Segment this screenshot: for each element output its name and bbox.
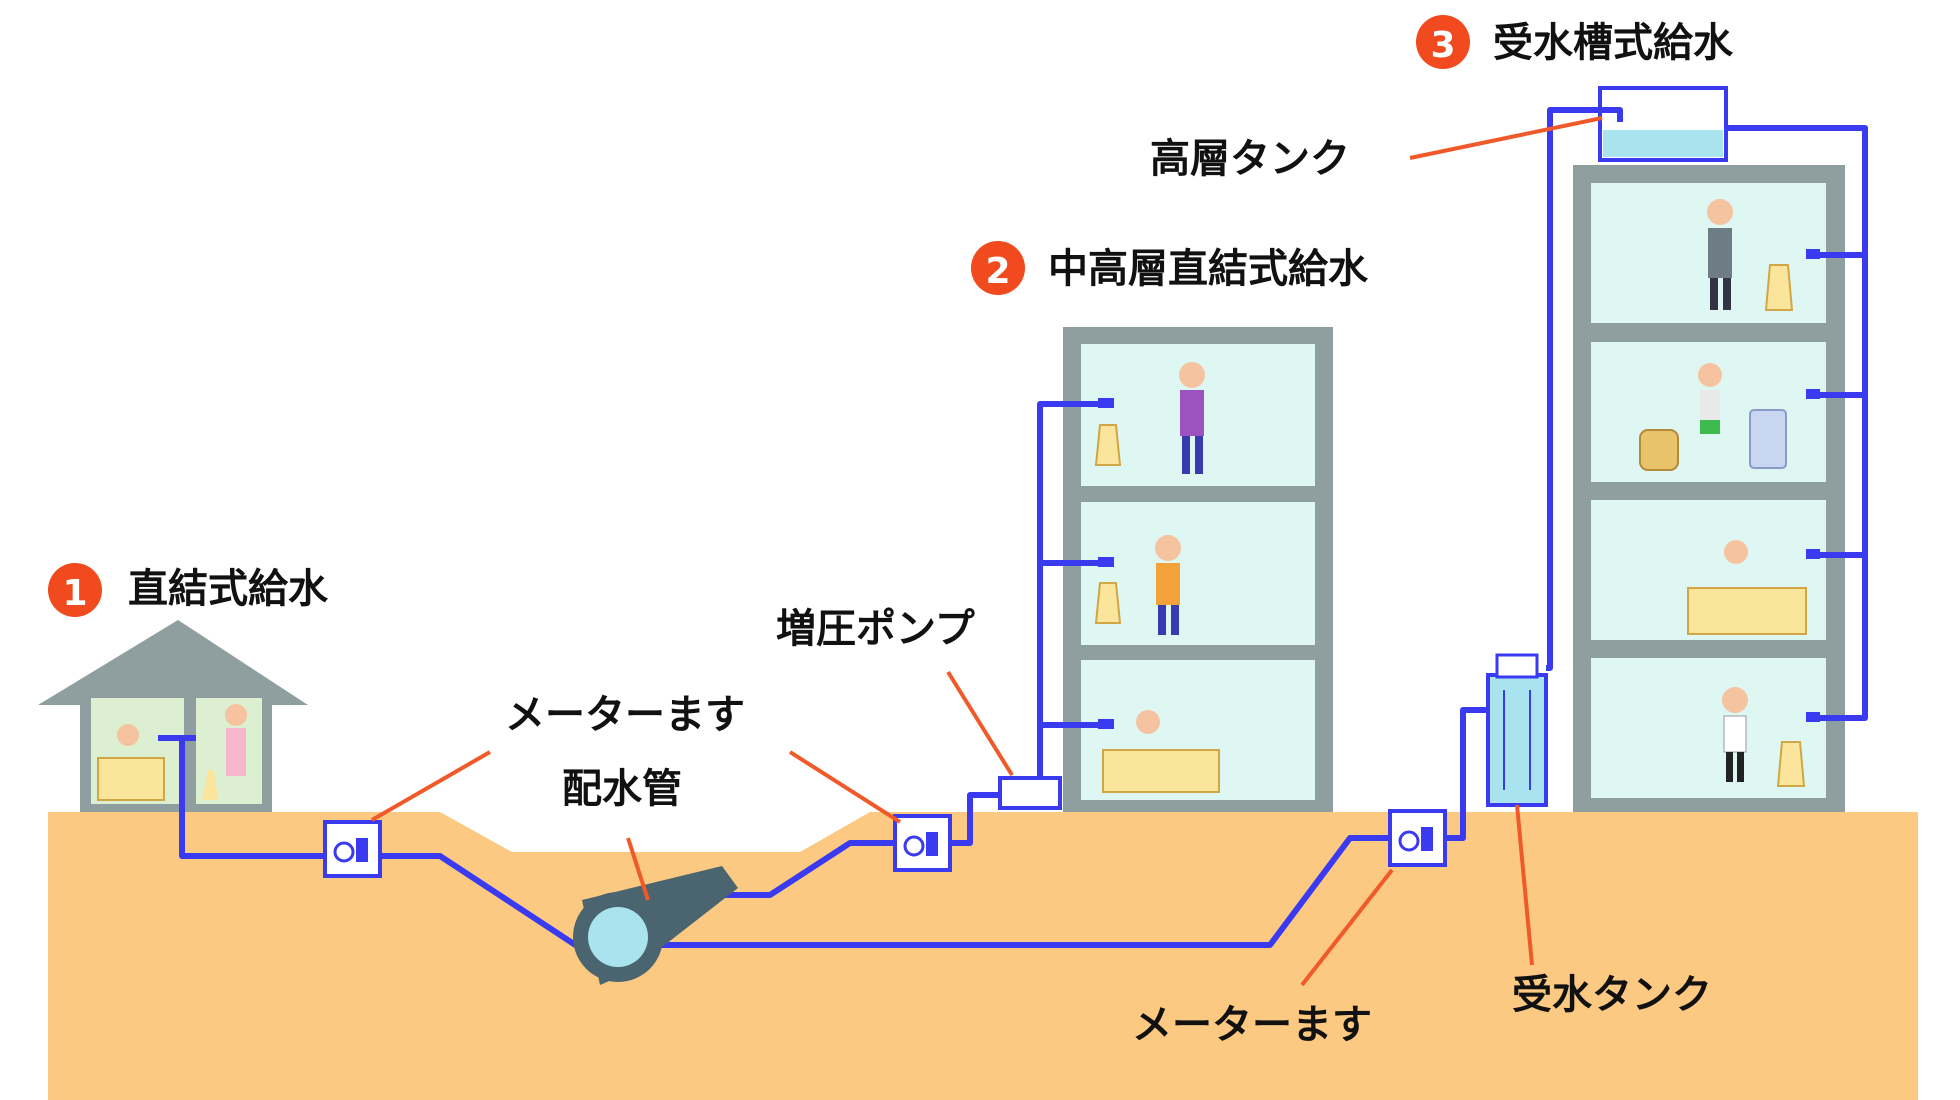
person-icon: [1179, 362, 1205, 474]
section-2-header: 2 中高層直結式給水: [971, 241, 1369, 295]
tank-icon: [1598, 86, 1728, 162]
person-icon: [1724, 540, 1748, 564]
faucet-icon: [1098, 249, 1820, 729]
person-icon: [1707, 199, 1733, 310]
badge-2-number: 2: [985, 251, 1010, 292]
meter-box-icon: [893, 814, 952, 872]
bathtub-icon: [97, 757, 165, 801]
pump-icon: [1495, 653, 1539, 679]
badge-3-number: 3: [1430, 25, 1455, 66]
pipes: [158, 107, 1868, 951]
ground: [48, 812, 1918, 1100]
high-rise-building: [1573, 165, 1845, 812]
section-1-header: 1 直結式給水: [48, 563, 329, 617]
badge-2-icon: [971, 241, 1025, 295]
meter-box-icon: [323, 820, 382, 878]
tank-icon: [1486, 653, 1548, 807]
receiving-tank-label: 受水タンク: [1512, 972, 1712, 1018]
mid-rise-building: [1063, 327, 1333, 812]
badge-1-number: 1: [62, 573, 87, 614]
water-main-icon: [573, 866, 738, 985]
bathtub-icon: [1102, 749, 1220, 793]
person-icon: [1722, 687, 1748, 782]
section-1-title: 直結式給水: [128, 566, 329, 612]
person-icon: [225, 704, 247, 726]
high-tank-label: 高層タンク: [1150, 136, 1350, 182]
person-icon: [117, 724, 139, 746]
meter-box-label-right: メーターます: [1132, 1002, 1372, 1048]
house-icon: [38, 620, 308, 812]
badge-3-icon: [1416, 15, 1470, 69]
bathtub-icon: [1687, 587, 1807, 635]
person-icon: [1698, 363, 1722, 434]
pump-icon: [998, 776, 1062, 810]
section-2-title: 中高層直結式給水: [1048, 246, 1369, 292]
person-icon: [1136, 710, 1160, 734]
badge-1-icon: [48, 563, 102, 617]
booster-pump-label: 増圧ポンプ: [776, 606, 975, 652]
distribution-pipe-label: 配水管: [562, 766, 682, 812]
meter-box-icon: [1388, 809, 1447, 867]
section-3-header: 3 受水槽式給水: [1416, 15, 1734, 69]
section-3-title: 受水槽式給水: [1493, 20, 1734, 66]
leader-lines: [371, 116, 1603, 987]
meter-box-label-left: メーターます: [505, 692, 745, 738]
person-icon: [1155, 535, 1181, 635]
